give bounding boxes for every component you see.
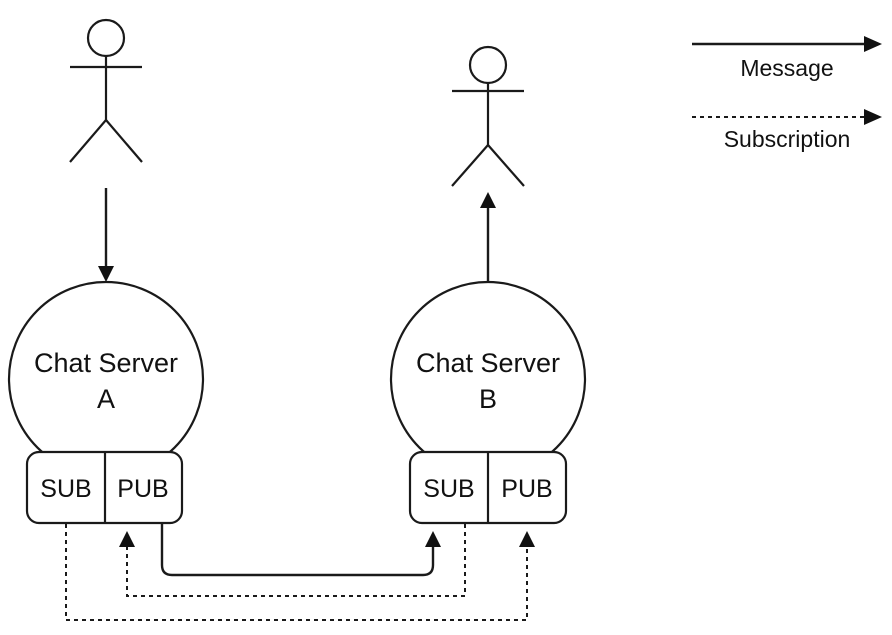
chat-server-b: Chat Server B SUB PUB xyxy=(389,280,587,525)
subscription-arrow-sub-b-to-pub-a xyxy=(119,524,466,597)
message-arrow-user-to-server-a xyxy=(98,188,114,282)
server-name-line1: Chat Server xyxy=(416,348,560,378)
sub-port-label: SUB xyxy=(40,475,91,503)
pub-port-label: PUB xyxy=(117,475,168,503)
legend-subscription: Subscription xyxy=(692,109,882,152)
user-sender-actor xyxy=(69,18,143,163)
actor-left-leg xyxy=(451,144,489,187)
legend-message-label: Message xyxy=(740,55,833,81)
actor-left-leg xyxy=(69,119,107,163)
subscription-arrow-sub-a-to-pub-b xyxy=(65,524,535,621)
sub-port-label: SUB xyxy=(423,475,474,503)
actor-head xyxy=(468,45,508,85)
actor-head xyxy=(86,18,126,58)
pub-port-label: PUB xyxy=(501,475,552,503)
message-arrow-server-b-to-user xyxy=(480,192,496,285)
server-name-line2: A xyxy=(97,384,115,414)
user-receiver-actor xyxy=(451,45,525,187)
server-name-line2: B xyxy=(479,384,497,414)
legend-message: Message xyxy=(692,36,882,81)
actor-right-leg xyxy=(487,144,525,187)
server-circle xyxy=(7,280,205,478)
server-name-line1: Chat Server xyxy=(34,348,178,378)
chat-server-a: Chat Server A SUB PUB xyxy=(7,280,205,525)
legend-subscription-label: Subscription xyxy=(724,126,851,152)
legend: Message Subscription xyxy=(692,36,882,152)
server-circle xyxy=(389,280,587,478)
message-arrow-pub-a-to-sub-b xyxy=(160,524,441,577)
legend-subscription-arrowhead xyxy=(864,109,882,125)
actor-right-leg xyxy=(105,119,143,163)
legend-message-arrowhead xyxy=(864,36,882,52)
